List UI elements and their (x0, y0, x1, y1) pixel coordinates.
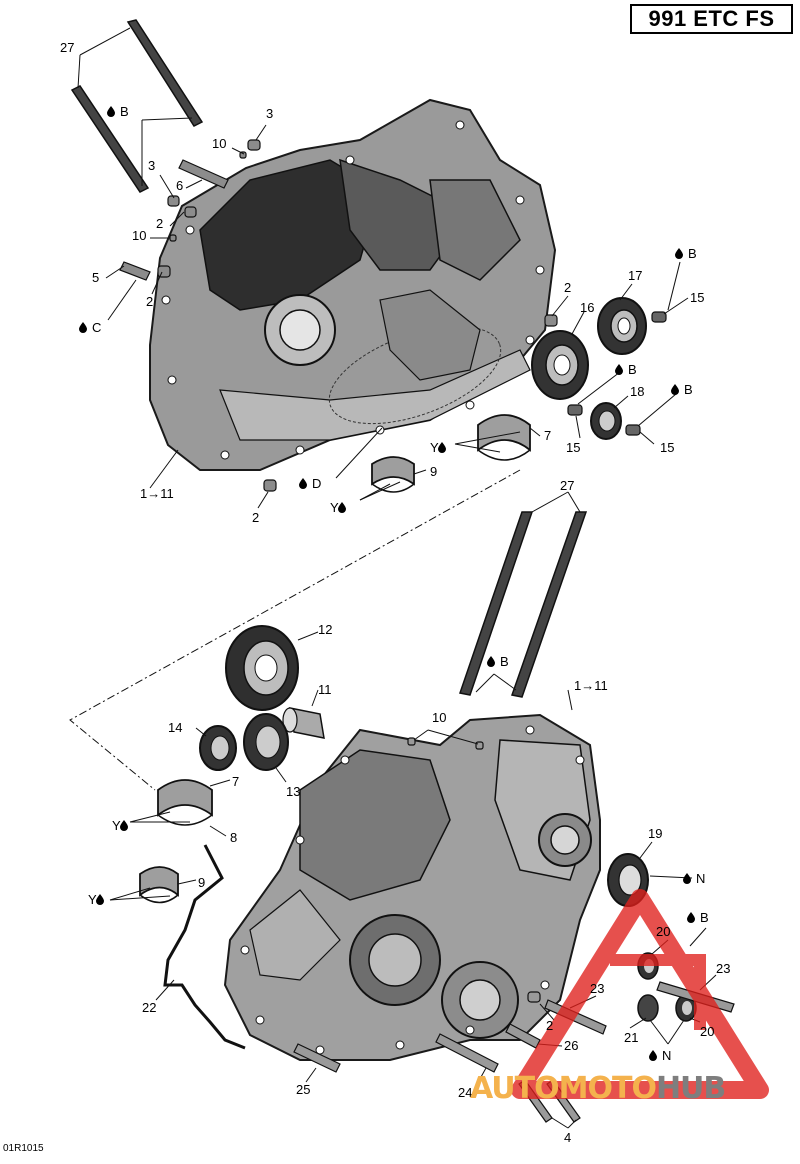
callout-12: 1→11 (140, 486, 174, 501)
oil-drop-icon (338, 502, 346, 513)
half-shell-bearing-7-top (477, 414, 531, 461)
callout-22: 15 (566, 440, 580, 455)
bearing-17 (597, 297, 647, 355)
callout-31: 12 (318, 622, 332, 637)
callout-54: 24 (458, 1085, 472, 1100)
callout-8: 10 (132, 228, 146, 243)
callout-14: 2 (564, 280, 571, 295)
callout-44: N (696, 871, 705, 886)
oil-drop-icon (671, 384, 679, 395)
callout-49: 2 (546, 1018, 553, 1033)
callout-43: 19 (648, 826, 662, 841)
dowel-pins-top (119, 139, 558, 492)
bearing-13 (243, 713, 289, 771)
callout-10: 2 (146, 294, 153, 309)
callout-19: B (628, 362, 637, 377)
callout-45: B (700, 910, 709, 925)
oil-drop-icon (299, 478, 307, 489)
watermark-logo: AUTOMOTOHUB (470, 1071, 726, 1106)
stud-bolt-pair-27-top (70, 19, 204, 193)
oil-drop-icon (675, 248, 683, 259)
callout-5: 3 (148, 158, 155, 173)
callout-18: B (688, 246, 697, 261)
oil-drop-icon (96, 894, 104, 905)
callout-28: Y (330, 500, 339, 515)
half-shell-bearing-7-bottom (157, 779, 213, 826)
oil-drop-icon (487, 656, 495, 667)
callout-46: 20 (656, 924, 670, 939)
callout-29: 27 (560, 478, 574, 493)
bearing-18 (590, 402, 622, 440)
callout-37: 7 (232, 774, 239, 789)
leader-lines (77, 27, 717, 1129)
half-shell-bearing-9-top (371, 456, 415, 493)
callout-56: 4 (564, 1130, 571, 1145)
callout-48: 23 (590, 981, 604, 996)
callout-42: 22 (142, 1000, 156, 1015)
watermark-part1: AUTOMOTO (470, 1071, 657, 1106)
callout-6: 6 (176, 178, 183, 193)
gasket-22 (163, 844, 246, 1050)
callout-41: 9 (198, 875, 205, 890)
stud-bolt-pair-27-bottom (459, 511, 588, 698)
callout-25: 7 (544, 428, 551, 443)
alignment-line (69, 469, 521, 791)
callout-11: C (92, 320, 101, 335)
callout-20: 18 (630, 384, 644, 399)
oil-drop-icon (649, 1050, 657, 1061)
callout-33: 1→11 (574, 678, 608, 693)
callout-40: Y (88, 892, 97, 907)
oil-drop-icon (615, 364, 623, 375)
callout-1: 27 (60, 40, 74, 55)
oil-drop-icon (107, 106, 115, 117)
document-code: 01R1015 (3, 1143, 44, 1154)
callout-47: 23 (716, 961, 730, 976)
callout-55: 25 (296, 1082, 310, 1097)
callout-32: 11 (318, 682, 332, 697)
lower-crankcase-half (223, 713, 601, 1061)
oil-drop-icon (79, 322, 87, 333)
callout-30: B (500, 654, 509, 669)
callout-51: 20 (700, 1024, 714, 1039)
sleeve-11 (282, 707, 325, 739)
callout-9: 5 (92, 270, 99, 285)
callout-15: 16 (580, 300, 594, 315)
watermark-part2: HUB (655, 1071, 726, 1106)
callout-26: D (312, 476, 321, 491)
callout-36: 13 (286, 784, 300, 799)
callout-50: 21 (624, 1030, 638, 1045)
callout-16: 17 (628, 268, 642, 283)
oil-drop-icon (438, 442, 446, 453)
bearing-16 (531, 330, 589, 400)
callout-52: N (662, 1048, 671, 1063)
callout-21: B (684, 382, 693, 397)
callout-23: 15 (660, 440, 674, 455)
callout-24: Y (430, 440, 439, 455)
callout-13: 2 (252, 510, 259, 525)
callout-39: 8 (230, 830, 237, 845)
screws-15-top (567, 311, 667, 436)
callout-3: 3 (266, 106, 273, 121)
callout-2: B (120, 104, 129, 119)
watermark-triangle (511, 889, 769, 1099)
callout-35: 14 (168, 720, 182, 735)
callout-17: 15 (690, 290, 704, 305)
callout-53: 26 (564, 1038, 578, 1053)
callout-4: 10 (212, 136, 226, 151)
oil-drop-icon (683, 873, 691, 884)
callout-34: 10 (432, 710, 446, 725)
oil-drop-icon (120, 820, 128, 831)
oil-drop-icon (687, 912, 695, 923)
callout-7: 2 (156, 216, 163, 231)
bearing-14 (199, 725, 237, 771)
upper-crankcase-half (149, 98, 557, 471)
bearing-12 (225, 625, 299, 711)
callout-27: 9 (430, 464, 437, 479)
callout-38: Y (112, 818, 121, 833)
model-title: 991 ETC FS (630, 4, 793, 34)
